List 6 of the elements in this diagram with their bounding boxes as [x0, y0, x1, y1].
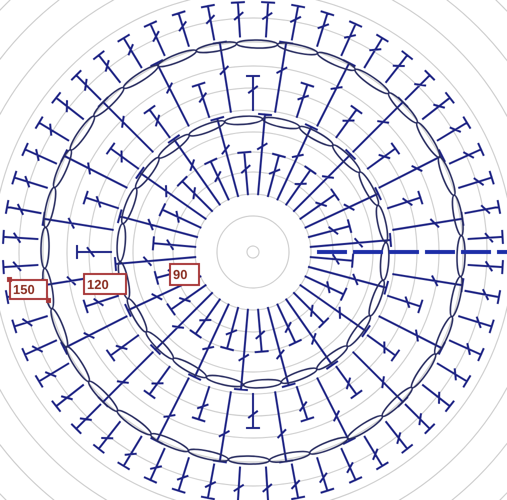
row-count-label: 150: [13, 283, 35, 296]
label-box: [83, 273, 127, 295]
label-box: [169, 263, 200, 286]
row-count-label: 120: [87, 278, 109, 290]
row-count-label: 90: [173, 268, 188, 281]
label-box: [9, 279, 48, 300]
